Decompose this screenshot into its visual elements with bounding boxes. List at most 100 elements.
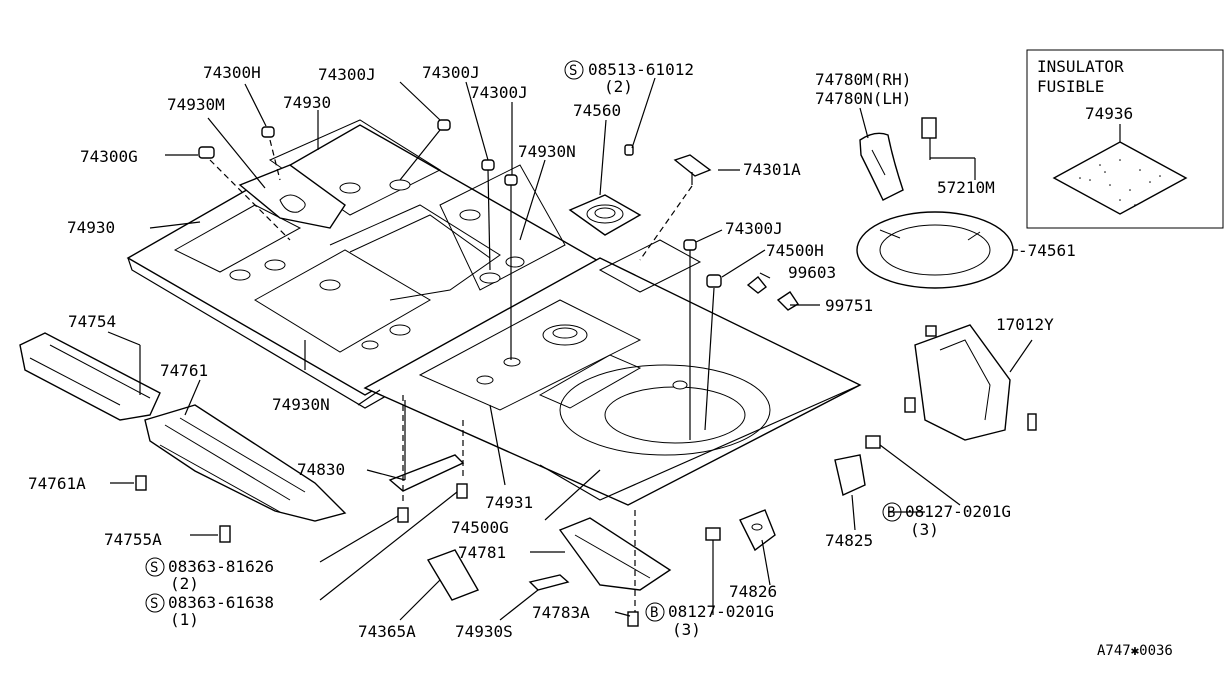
plug-74300H bbox=[261, 126, 275, 138]
symbol-s: S bbox=[150, 560, 158, 576]
label-08127-0201G-right: 08127-0201G bbox=[905, 502, 1011, 521]
rear-floor-boss-hole bbox=[552, 327, 578, 339]
insulator-shape bbox=[238, 164, 346, 229]
label-08363-81626: 08363-81626 bbox=[168, 557, 274, 576]
label-74931: 74931 bbox=[485, 493, 533, 512]
rear-floor-edge bbox=[539, 384, 861, 501]
protector-ridge bbox=[939, 339, 991, 421]
alignment-lines bbox=[209, 139, 693, 612]
label-74754: 74754 bbox=[68, 312, 116, 331]
label-74930M: 74930M bbox=[167, 95, 225, 114]
label-74300J-2: 74300J bbox=[422, 63, 480, 82]
label-74300G: 74300G bbox=[80, 147, 138, 166]
floor-hole bbox=[459, 209, 481, 221]
bolt-08127-a bbox=[627, 611, 639, 627]
shield-74761-ridge bbox=[164, 424, 291, 501]
strip-74930S-shape bbox=[528, 574, 570, 591]
pad-74365A-shape bbox=[426, 549, 480, 601]
insulator-74780-ridge bbox=[871, 149, 886, 176]
plate-ring bbox=[586, 204, 624, 224]
label-74783A: 74783A bbox=[532, 603, 590, 622]
label-08127-0201G-bottom-qty: (3) bbox=[672, 620, 701, 639]
label-08513-qty: (2) bbox=[604, 77, 633, 96]
bolt-08127-c bbox=[865, 435, 881, 449]
label-74930-top: 74930 bbox=[283, 93, 331, 112]
plug-74300J bbox=[504, 174, 518, 186]
floor-pad-left bbox=[173, 204, 302, 273]
spare-tire-well bbox=[559, 364, 771, 456]
protector-nut bbox=[925, 325, 937, 337]
part-74830-bracket bbox=[388, 454, 465, 492]
part-17012Y-protector bbox=[904, 324, 1037, 441]
bolt-08127-b bbox=[705, 527, 721, 541]
label-08363-61638-qty: (1) bbox=[170, 610, 199, 629]
label-57210M: 57210M bbox=[937, 178, 995, 197]
insulator-cutout bbox=[279, 194, 306, 213]
part-labels: 74300H 74300J 74300J 74300J 74930M 74930… bbox=[28, 60, 1173, 659]
symbol-s-circle bbox=[145, 557, 165, 577]
insulator-74780-shape bbox=[859, 132, 904, 201]
part-74301A-clip bbox=[673, 154, 712, 185]
ring-inner bbox=[879, 224, 991, 276]
symbol-b: B bbox=[650, 605, 658, 621]
symbol-s-circle bbox=[564, 60, 584, 80]
floor-hole bbox=[319, 279, 341, 291]
label-08127-0201G-bottom: 08127-0201G bbox=[668, 602, 774, 621]
label-74755A: 74755A bbox=[104, 530, 162, 549]
floor-hole bbox=[479, 272, 501, 284]
floor-hole bbox=[503, 357, 521, 367]
label-74930N-top: 74930N bbox=[518, 142, 576, 161]
floor-hole bbox=[389, 179, 411, 191]
bolt-head bbox=[921, 117, 937, 139]
label-74500H: 74500H bbox=[766, 241, 824, 260]
inset-frame bbox=[1026, 49, 1224, 229]
bracket-hole bbox=[751, 523, 763, 531]
screw-08513 bbox=[624, 144, 634, 156]
label-74761A: 74761A bbox=[28, 474, 86, 493]
floor-hole bbox=[229, 269, 251, 281]
symbol-s-circle bbox=[145, 593, 165, 613]
floor-pad-right bbox=[439, 164, 566, 291]
symbol-s: S bbox=[150, 596, 158, 612]
diagram-code: A747✱0036 bbox=[1097, 643, 1173, 659]
label-08127-0201G-right-qty: (3) bbox=[910, 520, 939, 539]
clip-shape bbox=[673, 154, 712, 177]
label-74930S: 74930S bbox=[455, 622, 513, 641]
floor-tunnel bbox=[329, 204, 501, 301]
insulator-pad-shape bbox=[1052, 141, 1188, 215]
leader-lines bbox=[107, 77, 1033, 621]
label-08363-81626-qty: (2) bbox=[170, 574, 199, 593]
label-74300H: 74300H bbox=[203, 63, 261, 82]
bolt-08363-81626 bbox=[397, 507, 409, 523]
rear-bracket bbox=[598, 239, 702, 293]
clip-99751 bbox=[776, 291, 799, 311]
floor-tunnel-inner bbox=[349, 214, 491, 259]
plug-74300J bbox=[683, 239, 697, 251]
label-99751: 99751 bbox=[825, 296, 873, 315]
inset-part-number: 74936 bbox=[1085, 104, 1133, 123]
label-74300J-4: 74300J bbox=[725, 219, 783, 238]
floor-hole bbox=[339, 182, 361, 194]
label-74781: 74781 bbox=[458, 543, 506, 562]
cover-ridge bbox=[574, 534, 651, 579]
floor-hole bbox=[264, 259, 286, 271]
label-74561: -74561 bbox=[1018, 241, 1076, 260]
label-74825: 74825 bbox=[825, 531, 873, 550]
label-08363-61638: 08363-61638 bbox=[168, 593, 274, 612]
inset-title-line2: FUSIBLE bbox=[1037, 77, 1104, 96]
part-74781-cover bbox=[558, 517, 672, 591]
label-74365A: 74365A bbox=[358, 622, 416, 641]
part-74825-bracket bbox=[834, 454, 866, 496]
label-99603: 99603 bbox=[788, 263, 836, 282]
label-74780N: 74780N(LH) bbox=[815, 89, 911, 108]
part-74761-shield bbox=[144, 404, 347, 522]
label-74830: 74830 bbox=[297, 460, 345, 479]
clip-99603 bbox=[746, 276, 767, 294]
cover-74781-shape bbox=[558, 517, 672, 591]
insulator-74930M bbox=[238, 164, 346, 229]
label-74930-left: 74930 bbox=[67, 218, 115, 237]
bracket-shape bbox=[388, 454, 465, 492]
insulator-inset: INSULATOR FUSIBLE 74936 bbox=[1026, 49, 1224, 229]
symbol-b-circle bbox=[645, 602, 665, 622]
